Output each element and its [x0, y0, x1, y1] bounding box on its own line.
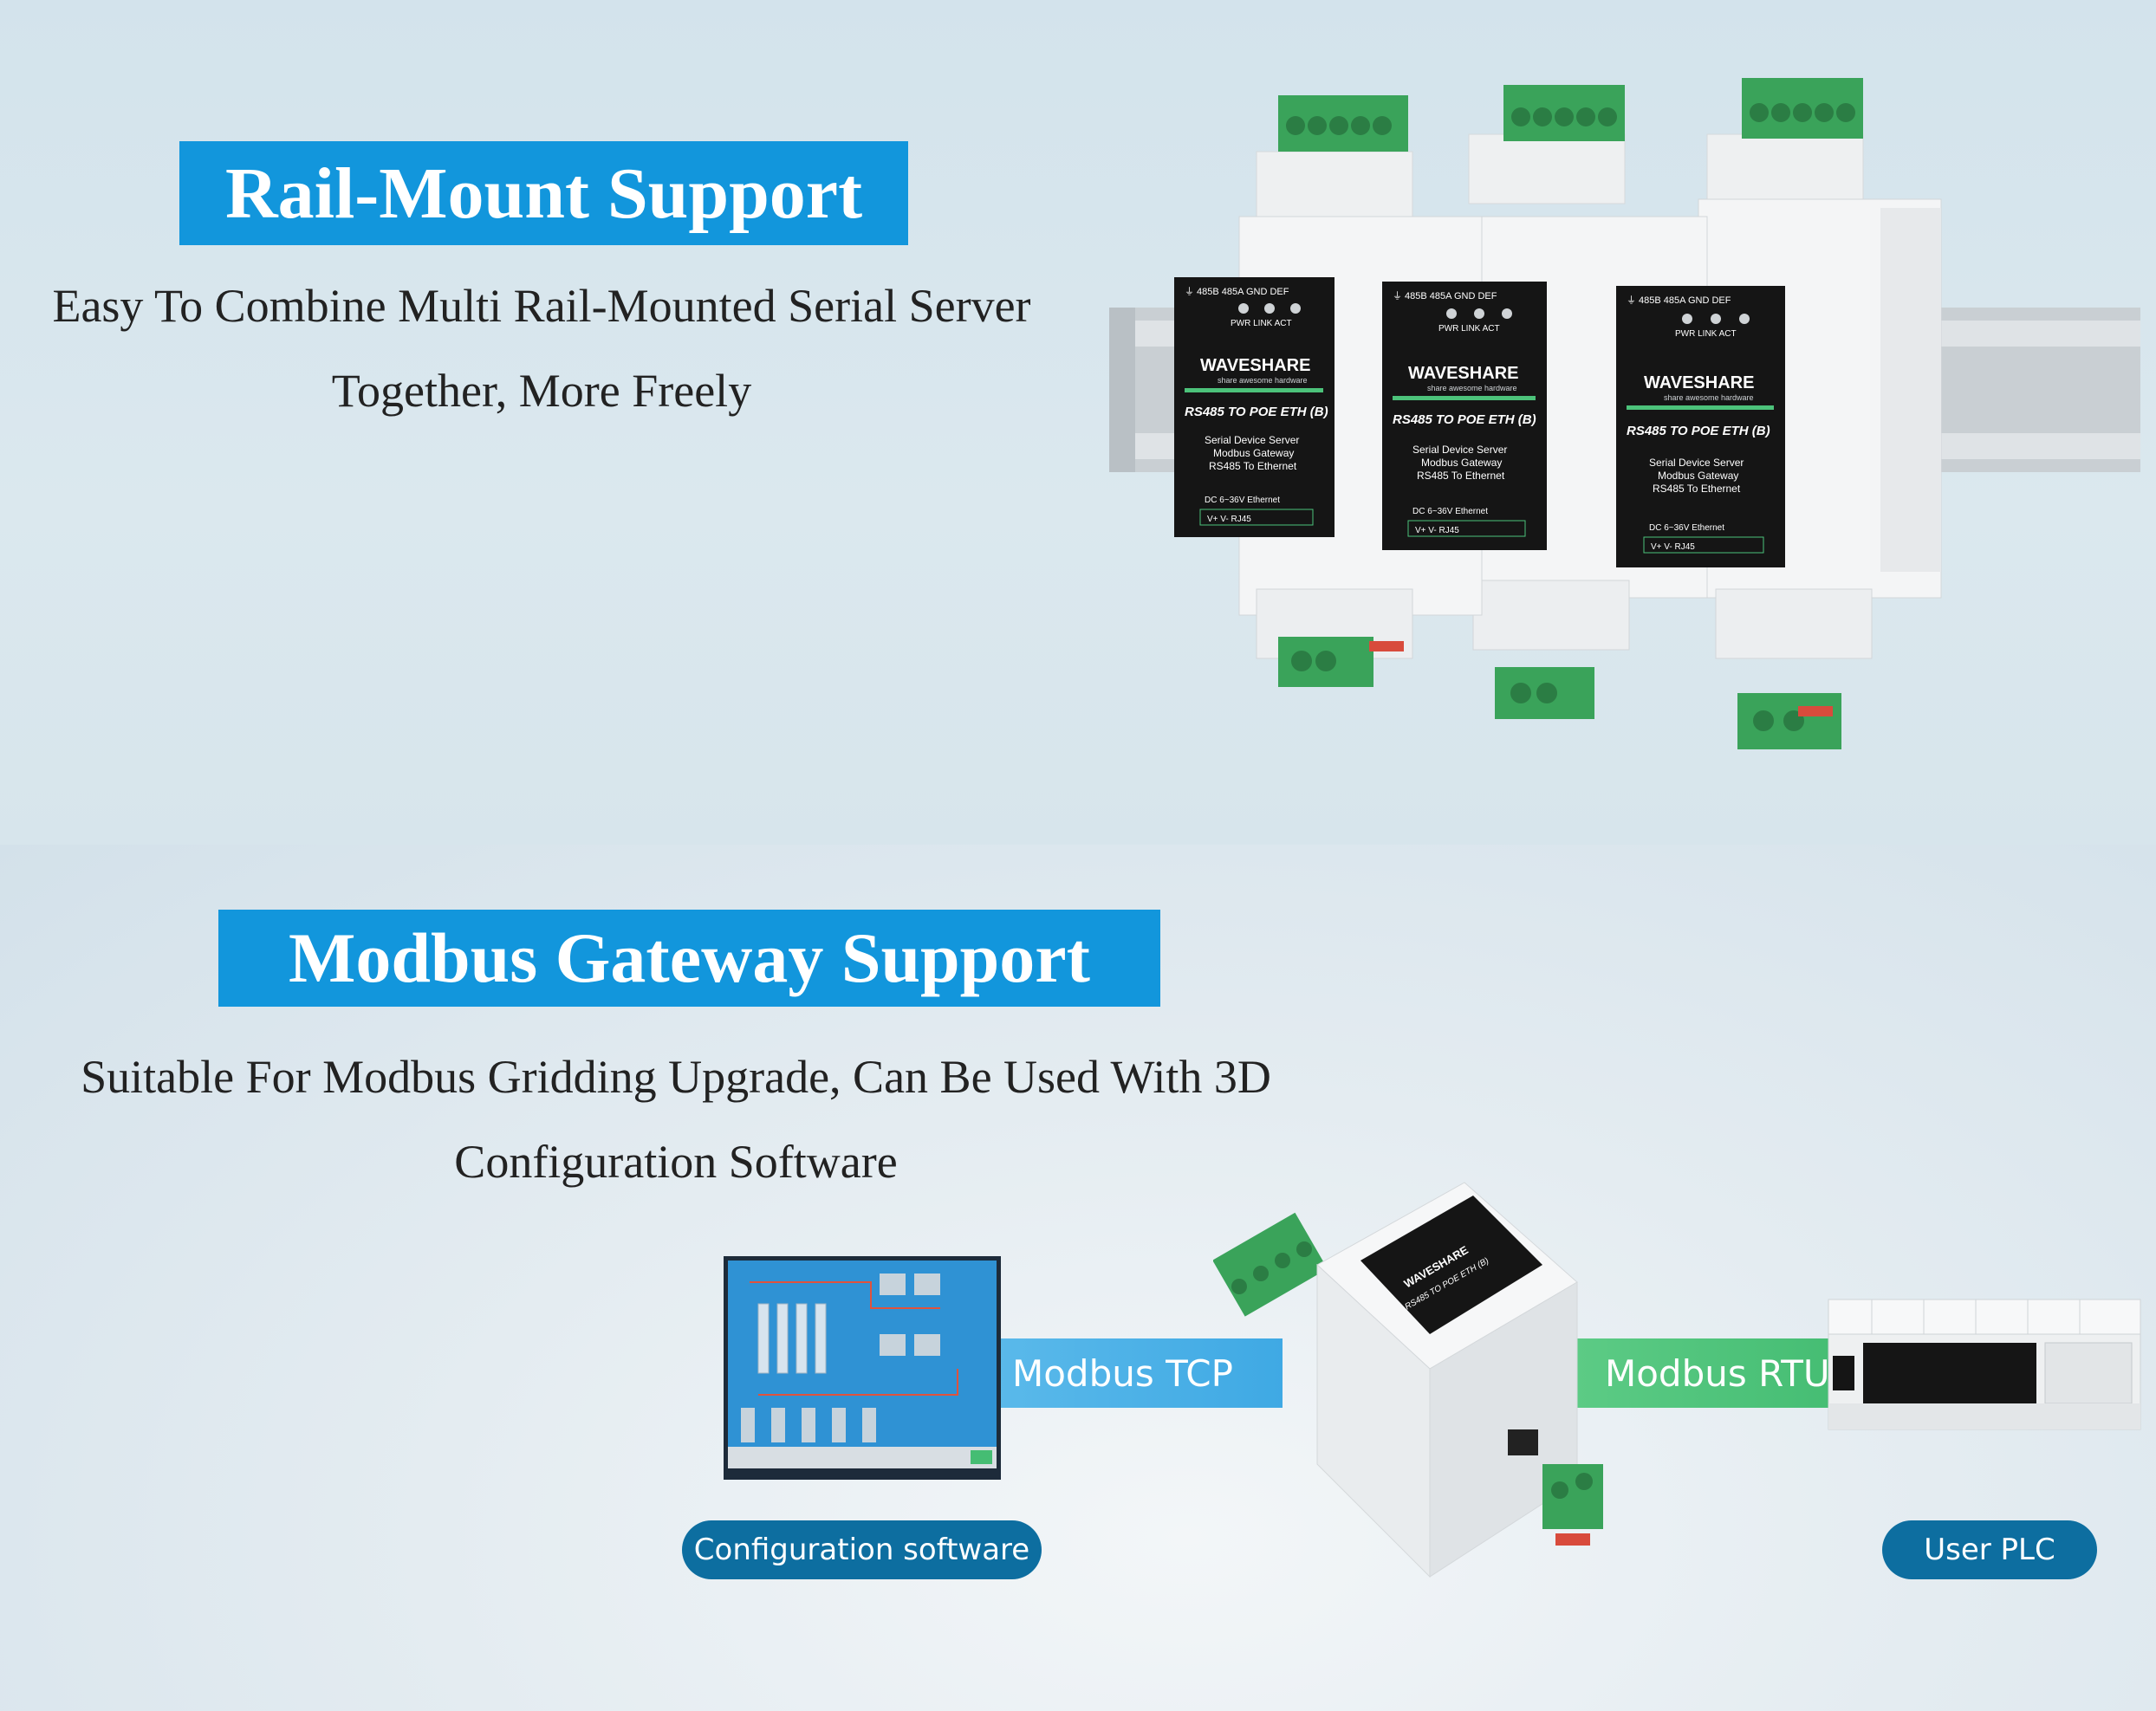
configuration-software-pill: Configuration software [682, 1520, 1042, 1579]
svg-text:V+ V- RJ45: V+ V- RJ45 [1651, 542, 1695, 552]
modbus-gateway-subtitle-line1: Suitable For Modbus Gridding Upgrade, Ca… [81, 1051, 1271, 1103]
rail-mount-title: Rail-Mount Support [179, 141, 908, 245]
rail-mount-subtitle-line2: Together, More Freely [331, 365, 752, 417]
svg-text:share awesome hardware: share awesome hardware [1427, 384, 1517, 392]
svg-text:WAVESHARE: WAVESHARE [1644, 373, 1754, 392]
brand-text: WAVESHARE [1200, 356, 1310, 375]
modbus-tcp-band [997, 1338, 1283, 1408]
user-plc-device [1828, 1299, 2141, 1430]
modbus-rtu-label: Modbus RTU [1605, 1351, 1830, 1395]
svg-text:V+ V- RJ45: V+ V- RJ45 [1207, 515, 1251, 524]
modbus-tcp-label: Modbus TCP [1012, 1351, 1233, 1395]
device-front-label-3: ⏚ 485B 485A GND DEF PWR LINK ACT WAVESHA… [1616, 286, 1785, 567]
svg-text:Modbus Gateway: Modbus Gateway [1421, 457, 1502, 469]
device-front-label-1: ⏚ 485B 485A GND DEF PWR LINK ACT WAVESHA… [1174, 277, 1335, 537]
svg-text:PWR LINK ACT: PWR LINK ACT [1675, 329, 1737, 339]
svg-text:RS485 TO POE ETH (B): RS485 TO POE ETH (B) [1627, 424, 1770, 438]
gateway-device: WAVESHARE RS485 TO POE ETH (B) [1213, 1182, 1603, 1578]
svg-text:⏚ 485B 485A GND DEF: ⏚ 485B 485A GND DEF [1393, 290, 1497, 301]
configuration-software-screen [724, 1256, 1001, 1480]
svg-text:PWR LINK ACT: PWR LINK ACT [1438, 324, 1500, 334]
svg-text:DC 6~36V Ethernet: DC 6~36V Ethernet [1412, 507, 1488, 516]
user-plc-pill: User PLC [1882, 1520, 2097, 1579]
svg-text:share awesome hardware: share awesome hardware [1218, 376, 1308, 385]
rail-mount-subtitle-line1: Easy To Combine Multi Rail-Mounted Seria… [52, 280, 1031, 332]
svg-text:Modbus Gateway: Modbus Gateway [1213, 447, 1294, 459]
rail-devices-illustration: ⏚ 485B 485A GND DEF PWR LINK ACT WAVESHA… [1109, 78, 2140, 749]
svg-text:Serial Device Server: Serial Device Server [1649, 457, 1744, 469]
modbus-gateway-subtitle-line2: Configuration Software [454, 1136, 898, 1188]
svg-text:RS485 To Ethernet: RS485 To Ethernet [1417, 470, 1505, 482]
svg-text:share awesome hardware: share awesome hardware [1664, 393, 1754, 402]
svg-text:DC 6~36V Ethernet: DC 6~36V Ethernet [1205, 496, 1280, 505]
rail-device-3 [1698, 78, 1942, 749]
svg-text:RS485 To Ethernet: RS485 To Ethernet [1209, 460, 1297, 472]
modbus-rtu-band [1577, 1338, 1837, 1408]
svg-text:RS485 TO POE ETH (B): RS485 TO POE ETH (B) [1393, 412, 1536, 427]
svg-text:Serial Device Server: Serial Device Server [1205, 434, 1299, 446]
svg-text:WAVESHARE: WAVESHARE [1408, 364, 1518, 383]
svg-text:PWR LINK ACT: PWR LINK ACT [1231, 319, 1292, 328]
device-front-label-2: ⏚ 485B 485A GND DEF PWR LINK ACT WAVESHA… [1382, 282, 1547, 550]
modbus-gateway-title: Modbus Gateway Support [218, 910, 1160, 1007]
svg-text:DC 6~36V Ethernet: DC 6~36V Ethernet [1649, 523, 1724, 533]
svg-text:Serial Device Server: Serial Device Server [1412, 444, 1507, 456]
svg-text:RS485 To Ethernet: RS485 To Ethernet [1653, 483, 1741, 495]
svg-text:⏚ 485B 485A GND DEF: ⏚ 485B 485A GND DEF [1185, 286, 1289, 297]
svg-text:Modbus Gateway: Modbus Gateway [1658, 470, 1738, 482]
svg-text:⏚ 485B 485A GND DEF: ⏚ 485B 485A GND DEF [1627, 295, 1731, 306]
svg-text:RS485 TO POE ETH (B): RS485 TO POE ETH (B) [1185, 405, 1328, 419]
svg-text:V+ V- RJ45: V+ V- RJ45 [1415, 526, 1459, 535]
